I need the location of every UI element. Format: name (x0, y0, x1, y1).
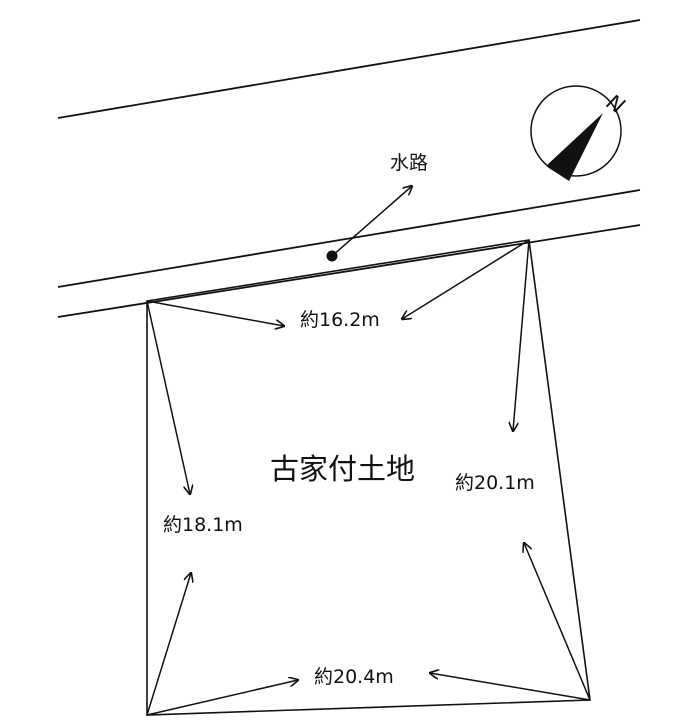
road-edge-top (57, 19, 641, 119)
top-dimension-label: 約16.2m (300, 309, 380, 331)
bottom-dimension-arrow-left (146, 680, 298, 716)
right-dimension-arrow-down (524, 543, 591, 701)
left-dimension-arrow-up (146, 300, 190, 494)
left-dimension-arrow-down (146, 573, 191, 716)
right-dimension-label: 約20.1m (455, 472, 535, 494)
channel-edge-upper (57, 189, 641, 288)
channel-edge-lower (57, 224, 641, 318)
channel-pointer-arrow (331, 186, 412, 257)
bottom-dimension-arrow-right (430, 673, 591, 701)
top-dimension-arrow-right (402, 239, 530, 319)
north-label: N (603, 90, 629, 119)
bottom-dimension-label: 約20.4m (314, 666, 394, 688)
north-arrow-icon: N (530, 85, 629, 181)
top-dimension-arrow-left (146, 300, 284, 326)
channel-label: 水路 (390, 152, 428, 174)
center-label: 古家付土地 (270, 452, 415, 486)
right-dimension-arrow-up (513, 239, 530, 431)
left-dimension-label: 約18.1m (163, 514, 243, 536)
